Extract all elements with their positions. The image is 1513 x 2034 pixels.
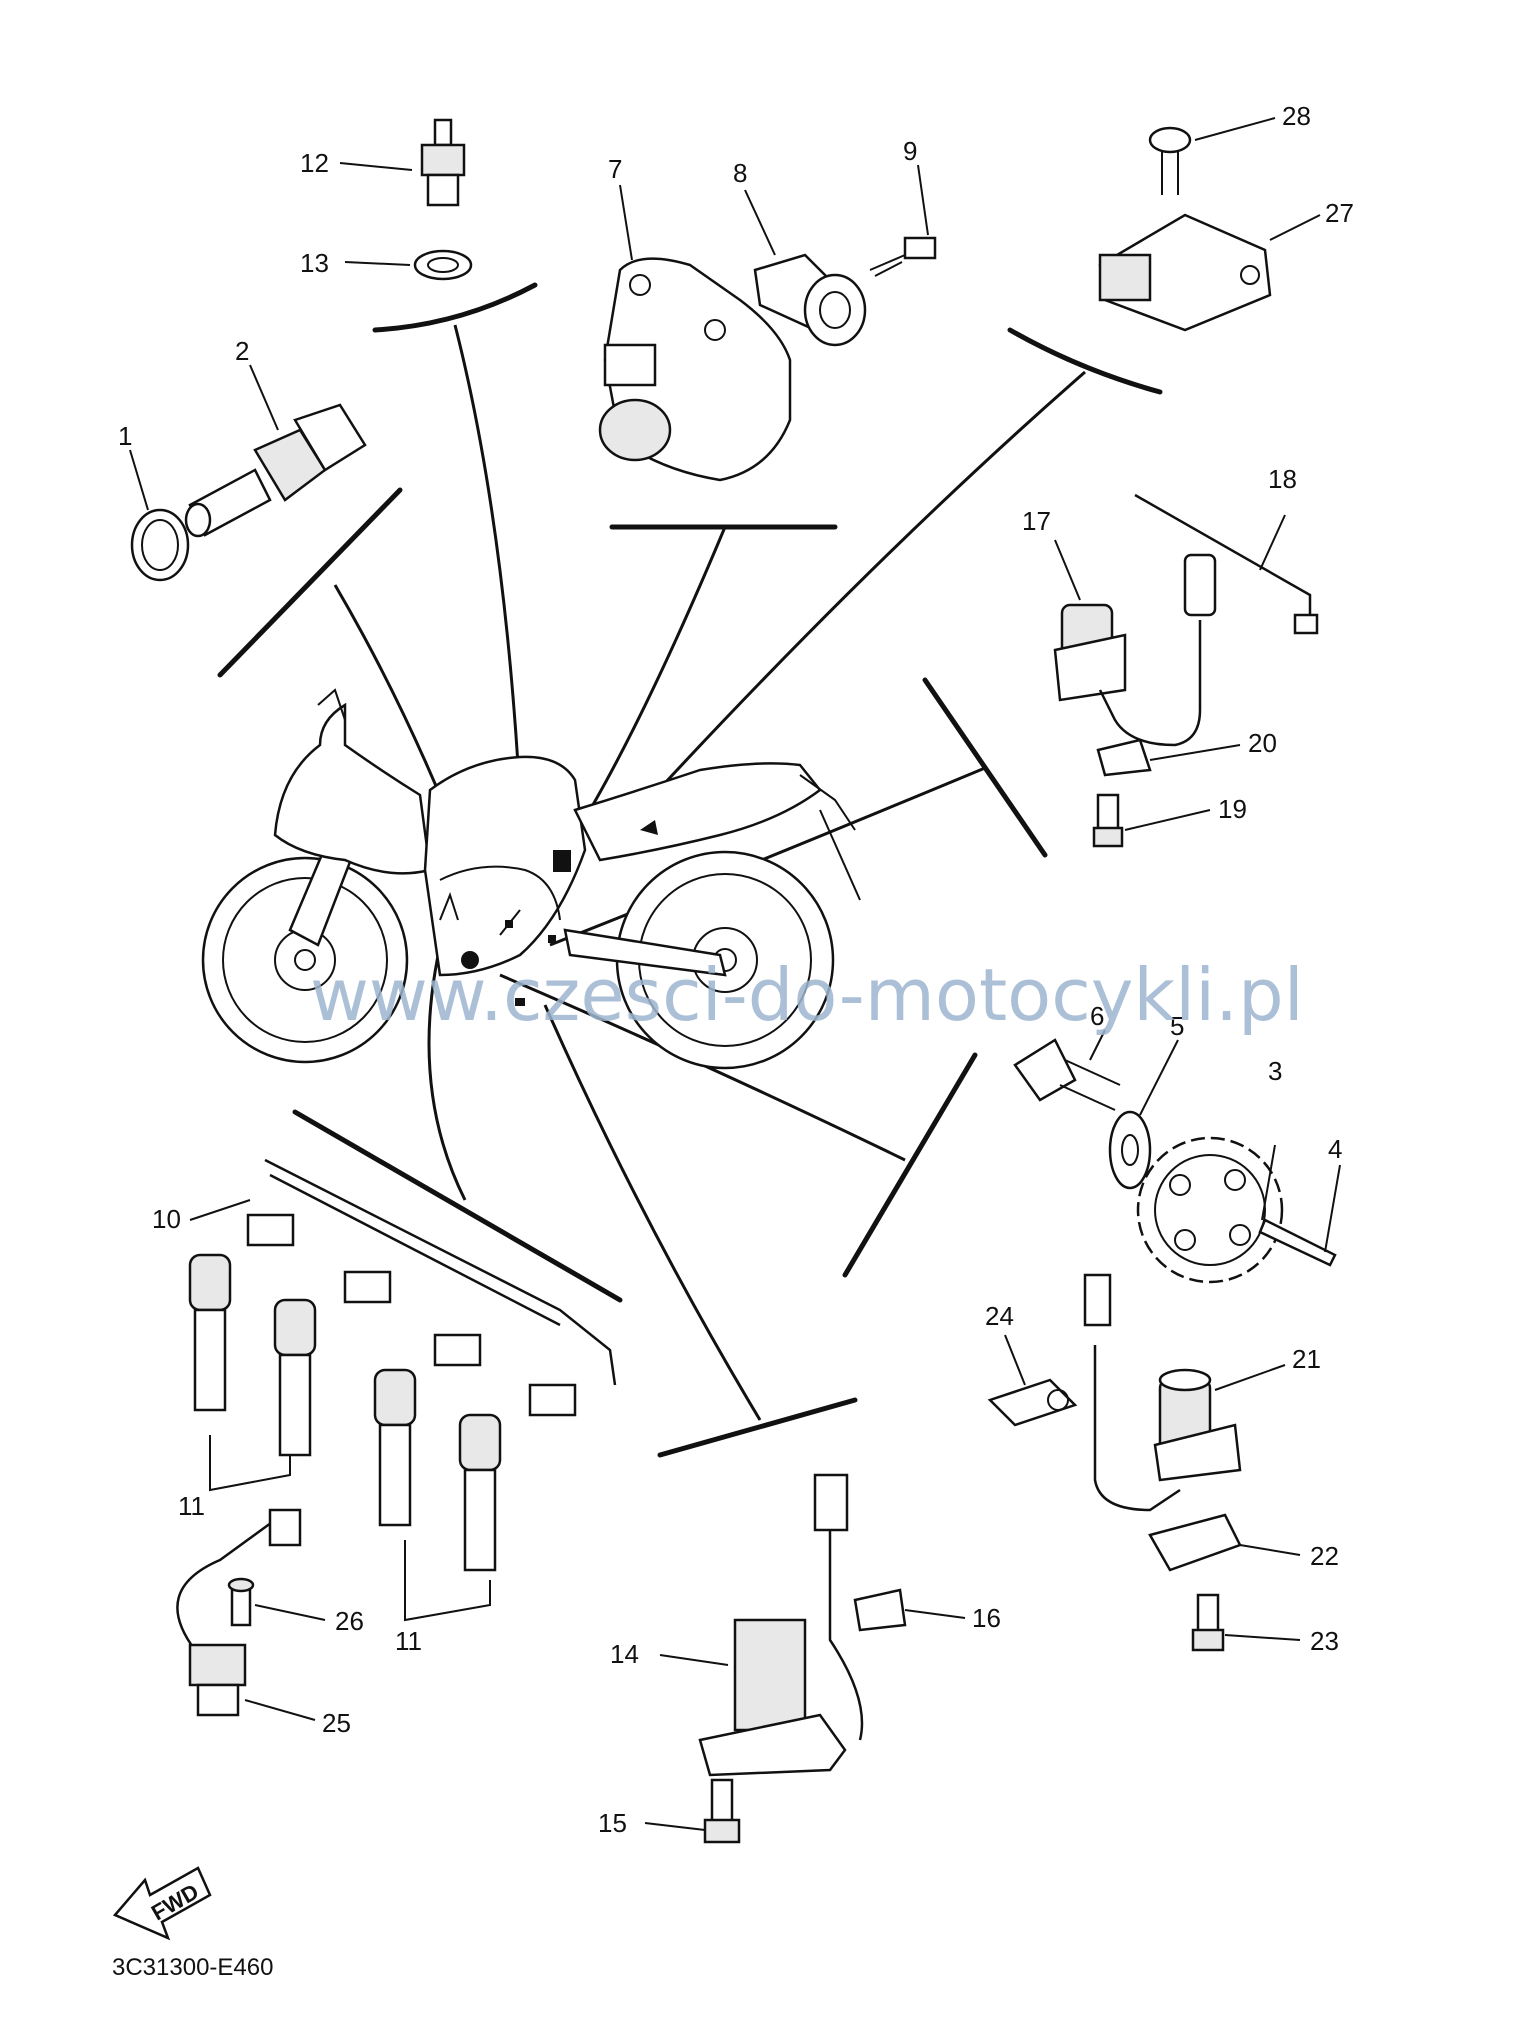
part-3-sprocket xyxy=(1136,1136,1284,1284)
callout-2: 2 xyxy=(235,336,249,366)
callout-11a: 11 xyxy=(178,1491,205,1521)
part-12-sensor xyxy=(420,118,466,207)
callout-24: 24 xyxy=(985,1301,1014,1331)
fwd-arrow-icon: FWD xyxy=(112,1866,212,1941)
part-28-screw xyxy=(1148,126,1192,195)
part-10-harness xyxy=(246,1158,617,1417)
callout-19: 19 xyxy=(1218,794,1247,824)
part-21-sensor xyxy=(1083,1273,1242,1512)
callout-6: 6 xyxy=(1090,1001,1104,1031)
part-1-gasket xyxy=(130,508,190,582)
part-13-washer xyxy=(413,249,473,281)
callout-13: 13 xyxy=(300,248,329,278)
callout-21: 21 xyxy=(1292,1344,1321,1374)
callout-27: 27 xyxy=(1325,198,1354,228)
callout-17: 17 xyxy=(1022,506,1051,536)
part-11-ignition-coils xyxy=(188,1253,502,1572)
callout-5: 5 xyxy=(1170,1011,1184,1041)
motorcycle-illustration xyxy=(201,688,861,1070)
diagram-code: 3C31300-E460 xyxy=(112,1954,273,1981)
part-4-pin xyxy=(1258,1218,1337,1267)
callout-16: 16 xyxy=(972,1603,1001,1633)
callout-22: 22 xyxy=(1310,1541,1339,1571)
part-7-throttle-body-sensor xyxy=(598,257,792,482)
part-22-bracket xyxy=(1148,1513,1242,1572)
part-20-clamp xyxy=(1096,738,1152,777)
callout-numbers: 1 2 3 4 5 6 7 8 9 10 11 11 12 13 14 15 1… xyxy=(118,101,1354,1838)
part-15-bolt xyxy=(703,1778,741,1844)
part-18-wire xyxy=(1134,493,1319,635)
callout-4: 4 xyxy=(1328,1134,1342,1164)
callout-10: 10 xyxy=(152,1204,181,1234)
callout-1: 1 xyxy=(118,421,132,451)
callout-18: 18 xyxy=(1268,464,1297,494)
callout-3: 3 xyxy=(1268,1056,1282,1086)
callout-23: 23 xyxy=(1310,1626,1339,1656)
part-17-sensor xyxy=(1053,553,1217,747)
part-27-pressure-sensor xyxy=(1098,213,1272,332)
callout-12: 12 xyxy=(300,148,329,178)
part-25-sensor xyxy=(176,1508,302,1717)
callout-26: 26 xyxy=(335,1606,364,1636)
part-23-bolt xyxy=(1191,1593,1225,1652)
part-6-bolt xyxy=(1013,1038,1121,1111)
group-brackets xyxy=(217,282,1163,1458)
part-8-sensor-cap xyxy=(753,253,867,347)
part-24-clip xyxy=(987,1378,1078,1427)
callout-7: 7 xyxy=(608,154,622,184)
callout-15: 15 xyxy=(598,1808,627,1838)
part-26-bolt xyxy=(227,1577,255,1627)
callout-28: 28 xyxy=(1282,101,1311,131)
part-19-bolt xyxy=(1092,793,1124,848)
callout-11b: 11 xyxy=(395,1626,422,1656)
callout-25: 25 xyxy=(322,1708,351,1738)
part-16-clamp xyxy=(853,1588,907,1632)
callout-20: 20 xyxy=(1248,728,1277,758)
part-5-washer xyxy=(1108,1110,1152,1190)
callout-14: 14 xyxy=(610,1639,639,1669)
callout-9: 9 xyxy=(903,136,917,166)
part-14-sensor xyxy=(698,1473,864,1777)
part-9-screw xyxy=(869,236,937,277)
watermark: www.czesci-do-motocykli.pl xyxy=(310,953,1304,1037)
part-2-temperature-sensor xyxy=(184,403,367,538)
callout-leaders xyxy=(129,117,1341,1831)
callout-8: 8 xyxy=(733,158,747,188)
